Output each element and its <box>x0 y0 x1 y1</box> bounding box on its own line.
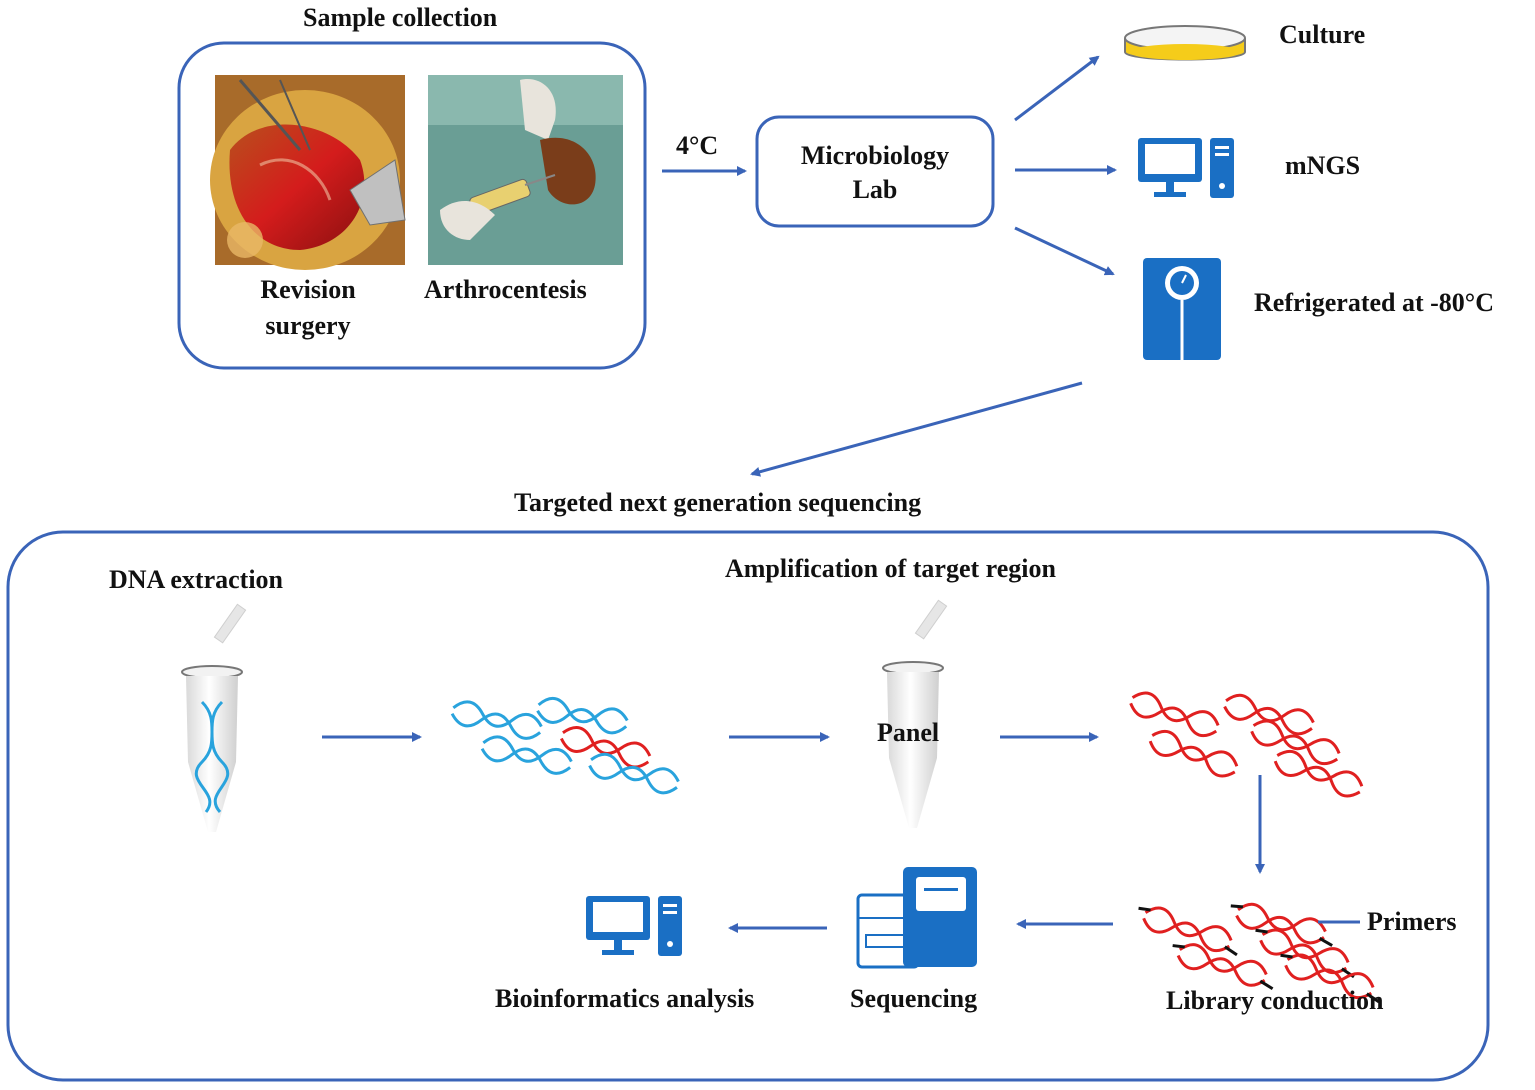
sample-collection-box <box>177 41 647 370</box>
culture-label: Culture <box>1279 20 1366 49</box>
petri-dish-icon <box>1124 25 1246 61</box>
panel-tube-icon <box>882 599 948 829</box>
library-conduction-label: Library conduction <box>1166 986 1384 1015</box>
temperature-label: 4°C <box>676 131 719 160</box>
dna-strand-icon <box>448 694 683 798</box>
arthrocentesis-label: Arthrocentesis <box>424 275 587 304</box>
microbiology-lab-label: Microbiology Lab <box>800 141 950 204</box>
sequencer-icon <box>856 867 977 969</box>
bioinformatics-label: Bioinformatics analysis <box>495 984 755 1013</box>
tngs-title: Targeted next generation sequencing <box>514 488 922 517</box>
computer-icon <box>1138 138 1234 198</box>
mngs-label: mNGS <box>1285 151 1361 180</box>
refrigerated-label: Refrigerated at -80°C <box>1254 288 1494 317</box>
arrow-to-freezer <box>1014 226 1115 276</box>
microbiology-lab-box <box>755 115 995 228</box>
primers-label: Primers <box>1367 907 1457 936</box>
arrow-to-tngs <box>750 381 1083 477</box>
arrow-to-culture <box>1014 55 1100 122</box>
panel-label: Panel <box>877 718 940 747</box>
tngs-box <box>6 530 1490 1082</box>
amplification-label: Amplification of target region <box>725 554 1056 583</box>
freezer-icon <box>1143 258 1221 360</box>
bioinformatics-computer-icon <box>586 896 682 956</box>
revision-surgery-label: Revision surgery <box>260 275 356 340</box>
sample-collection-title: Sample collection <box>303 3 498 32</box>
arthrocentesis-photo <box>428 75 623 265</box>
tube-icon <box>181 603 247 833</box>
amplified-dna-icon <box>1126 687 1367 802</box>
revision-surgery-photo <box>210 75 406 270</box>
sequencing-label: Sequencing <box>850 984 978 1013</box>
dna-extraction-label: DNA extraction <box>109 565 284 594</box>
